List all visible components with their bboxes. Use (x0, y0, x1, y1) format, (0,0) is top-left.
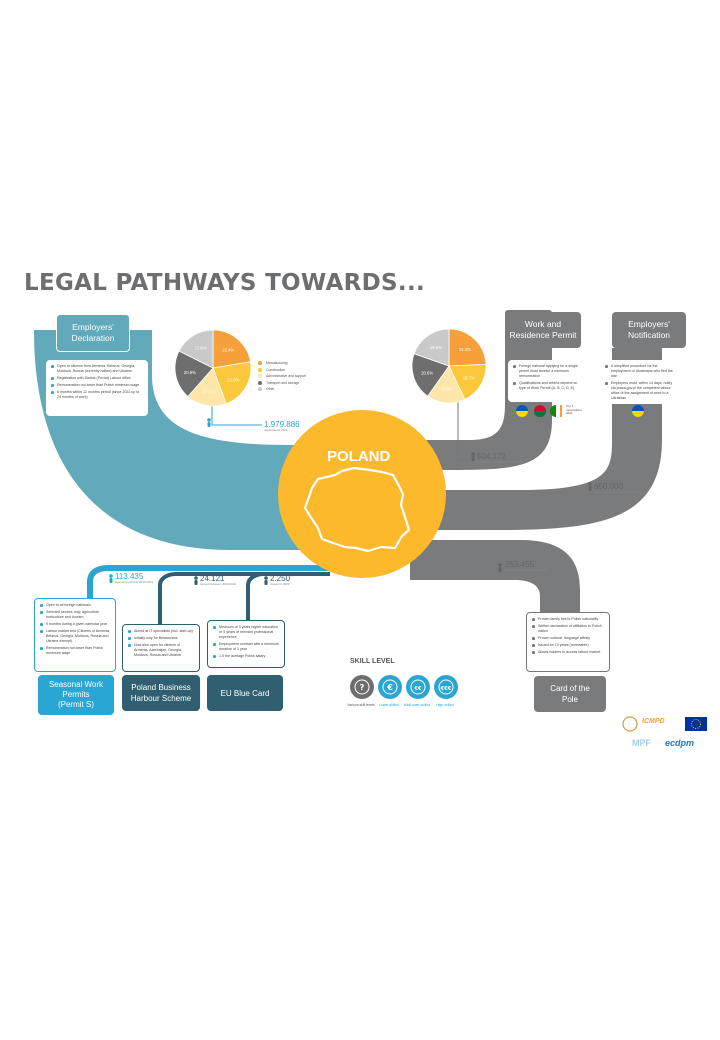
skill-label-lower: Lower-skilled (379, 703, 399, 707)
poland-circle (278, 410, 446, 578)
legend-item-transport: Transport and storage (258, 380, 306, 385)
flag-note: Top 3 nationalities 2021 (566, 404, 582, 416)
skill-glyph-2: €€ (414, 686, 422, 692)
skill-icon-3 (434, 675, 458, 699)
flow-employers-notification (420, 348, 662, 530)
box-work-residence-permit: Foreign national applying for a single p… (508, 360, 584, 402)
pie-right-label-0: 24.3% (459, 347, 471, 352)
skill-label-mid: Mid/Lower-skilled (403, 703, 431, 707)
box-employers-notification: A simplified procedure for the employmen… (600, 360, 678, 404)
legend-item-manufacturing: Manufacturing (258, 361, 306, 365)
legend-item-construction: Construction (258, 367, 306, 372)
pie-right-label-1: 18.7% (463, 375, 475, 380)
skill-level-title: SKILL LEVEL (350, 658, 395, 665)
pie-chart-employers-declaration: 22.4% 22.0% 17.1% 20.9% 17.6% (174, 329, 252, 407)
eu-flag-icon (685, 717, 707, 731)
skill-icon-1 (378, 675, 402, 699)
pie-left-label-1: 22.0% (227, 377, 239, 382)
mpf-logo: MPF (632, 738, 651, 748)
box-card-of-pole: Proven family ties to Polish nationality… (526, 612, 610, 672)
pie-left-label-3: 20.9% (184, 370, 196, 375)
legend-item-administrative: Administrative and support (258, 374, 306, 379)
pie-right-label-3: 20.6% (421, 370, 433, 375)
box-employers-declaration: Open to citizens from Armenia, Belarus, … (46, 360, 148, 416)
box-eu-blue-card: Minimum of 3 years higher education or 5… (207, 620, 285, 668)
page-title: LEGAL PATHWAYS TOWARDS... (24, 270, 426, 296)
pie-right-slice-0 (448, 328, 487, 367)
pie-left-slice-4 (178, 329, 214, 369)
skill-label-high: High-skilled (436, 703, 454, 707)
skill-icon-2 (406, 675, 430, 699)
pie-left-slice-3 (174, 350, 214, 398)
seal-logo-icon (622, 716, 638, 732)
skill-glyph-1: € (386, 683, 393, 692)
pie-right-slice-1 (448, 363, 487, 401)
skill-label-various: Various skill levels (347, 703, 375, 707)
pie-legend: Manufacturing Construction Administrativ… (258, 361, 306, 394)
pie-right-label-2: 16.8% (441, 386, 453, 391)
skill-glyph-3: €€€ (440, 686, 452, 692)
box-seasonal: Open to all foreign nationals Selected s… (34, 598, 116, 672)
pie-left-label-2: 17.1% (203, 389, 215, 394)
skill-icon-0 (350, 675, 374, 699)
pie-chart-work-permit: 24.3% 18.7% 16.8% 20.6% 19.6% (411, 328, 487, 404)
poland-label: POLAND (327, 448, 391, 465)
header-eu-blue-card: EU Blue Card (207, 675, 283, 711)
header-employers-declaration: Employers'Declaration (56, 314, 130, 352)
pie-right-slice-4 (413, 328, 450, 367)
icmpd-logo: ICMPD (642, 718, 665, 725)
box-poland-business-harbour: Aimed at IT specialists (incl. start-up)… (122, 624, 200, 672)
pie-left-label-0: 22.4% (222, 348, 234, 353)
legend-item-other: Other (258, 387, 306, 392)
pie-right-slice-3 (411, 353, 450, 397)
pie-left-label-4: 17.6% (195, 345, 207, 350)
skill-glyph-0: ? (360, 683, 365, 692)
ecdpm-logo: ecdpm (665, 738, 695, 748)
pie-right-label-4: 19.6% (430, 345, 442, 350)
header-employers-notification: Employers'Notification (612, 312, 686, 348)
flow-card-of-pole (410, 540, 580, 612)
pie-left-slice-0 (212, 329, 251, 369)
poland-map-outline (303, 466, 411, 553)
